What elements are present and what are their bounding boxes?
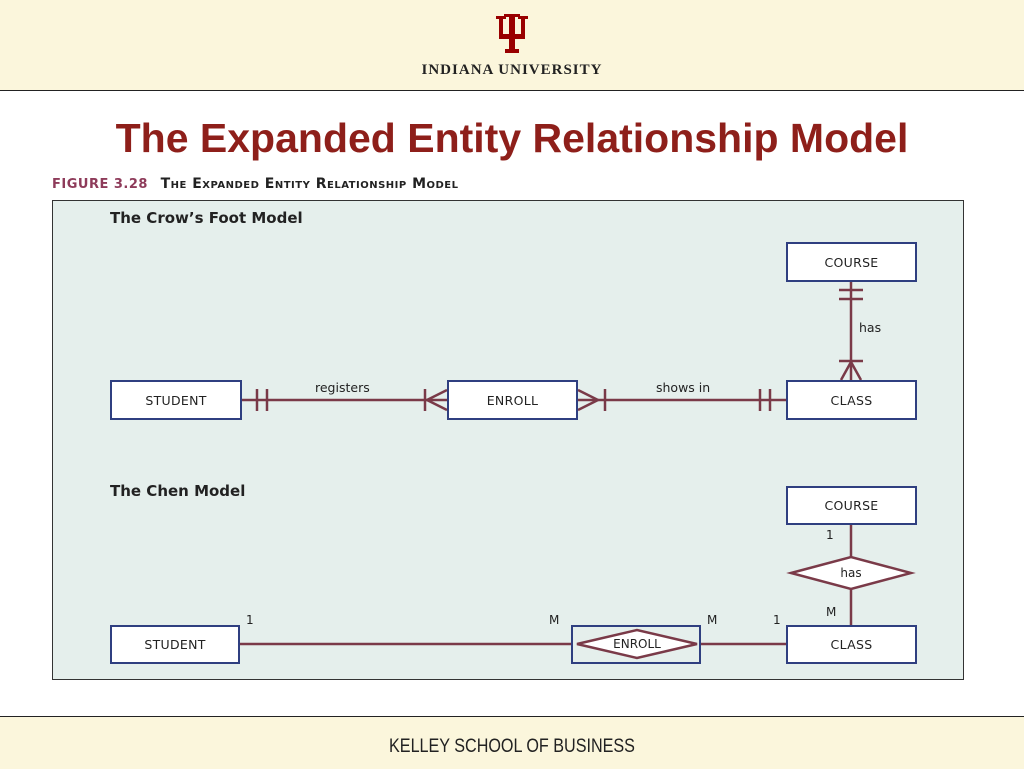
has-label: has: [859, 320, 882, 335]
class-top-crowfoot: [839, 359, 863, 381]
figure-caption: FIGURE 3.28 The Expanded Entity Relation…: [52, 176, 459, 192]
footer-band: [0, 716, 1024, 769]
iu-trident-logo: [494, 12, 530, 54]
chen-enroll-diamond: [576, 628, 698, 660]
chen-has-label: has: [840, 566, 862, 580]
figure-title: The Expanded Entity Relationship Model: [160, 176, 459, 192]
cf-enroll-entity: ENROLL: [447, 380, 578, 420]
university-name: INDIANA UNIVERSITY: [421, 62, 603, 78]
chen-has-diamond: [786, 555, 916, 591]
slide-title: The Expanded Entity Relationship Model: [115, 115, 909, 161]
school-name: KELLEY SCHOOL OF BUSINESS: [389, 736, 635, 757]
card-enroll-right: M: [707, 613, 718, 627]
registers-label: registers: [315, 380, 370, 395]
enroll-left-crowfoot: [424, 388, 448, 412]
header-band: INDIANA UNIVERSITY: [0, 0, 1024, 91]
connector-layer: [240, 282, 916, 660]
cf-student-entity: STUDENT: [110, 380, 242, 420]
chen-heading: The Chen Model: [110, 482, 246, 500]
chen-enroll-frame: [571, 625, 701, 664]
crows-foot-heading: The Crow’s Foot Model: [110, 209, 303, 227]
card-class-top: M: [826, 605, 837, 619]
chen-course-entity: COURSE: [786, 486, 917, 525]
card-class-side: 1: [773, 613, 781, 627]
enroll-right-crowfoot: [577, 388, 601, 412]
card-student-side: 1: [246, 613, 254, 627]
chen-student-entity: STUDENT: [110, 625, 240, 664]
card-course-side: 1: [826, 528, 834, 542]
shows-in-label: shows in: [656, 380, 711, 395]
cf-class-entity: CLASS: [786, 380, 917, 420]
chen-class-entity: CLASS: [786, 625, 917, 664]
figure-number: FIGURE 3.28: [52, 177, 148, 192]
cf-course-entity: COURSE: [786, 242, 917, 282]
er-diagram-panel: The Crow’s Foot Model STUDENT ENROLL CLA…: [52, 200, 964, 680]
chen-enroll-label: ENROLL: [613, 637, 661, 651]
card-enroll-left: M: [549, 613, 560, 627]
